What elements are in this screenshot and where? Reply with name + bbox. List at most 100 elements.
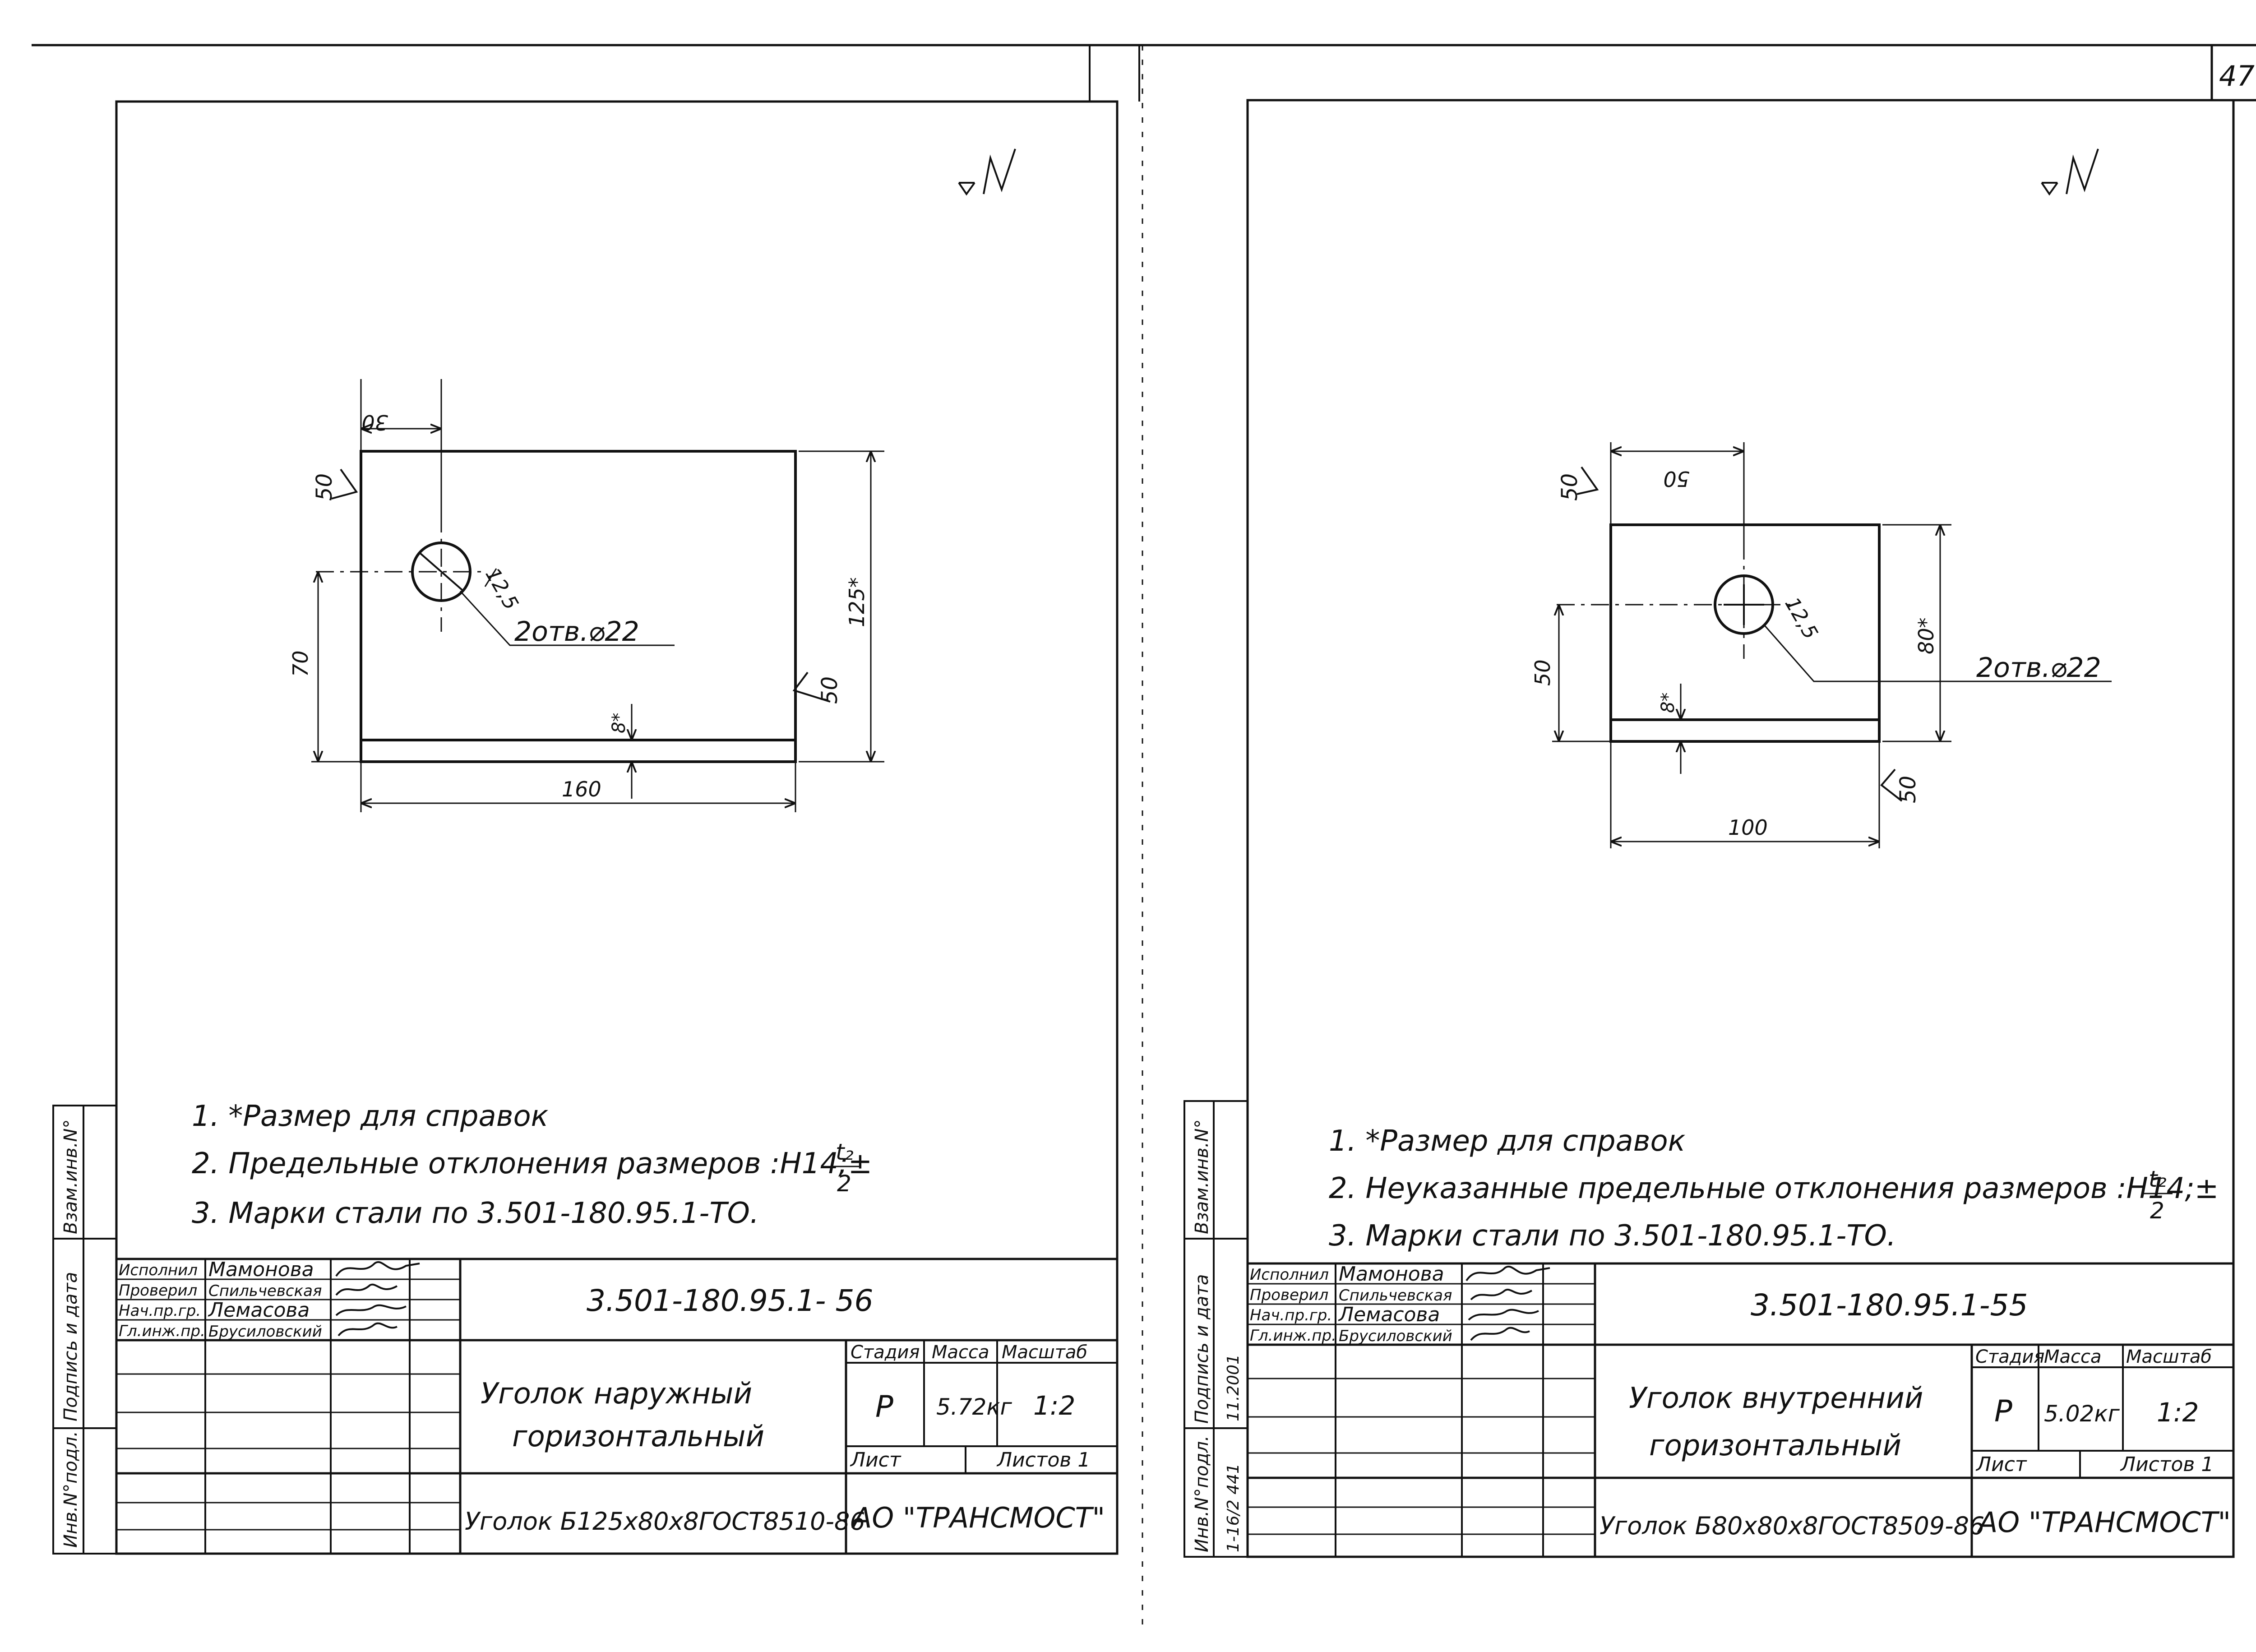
dim-8: 8* bbox=[609, 713, 629, 733]
note-2: 2. Неуказанные предельные отклонения раз… bbox=[1329, 1172, 2219, 1205]
dimension-lines bbox=[311, 379, 884, 812]
stage-value: Р bbox=[1994, 1394, 2012, 1429]
name-4: Брусиловский bbox=[208, 1323, 322, 1341]
roughness-check-right bbox=[792, 671, 831, 703]
dim-125: 125* bbox=[845, 577, 869, 627]
svg-text:t₂: t₂ bbox=[836, 1139, 854, 1165]
hole-symbol bbox=[1557, 541, 1791, 659]
name-1: Мамонова bbox=[1339, 1263, 1444, 1286]
sheets-label: Листов 1 bbox=[996, 1448, 1090, 1472]
role-nachprgr: Нач.пр.гр. bbox=[119, 1302, 201, 1320]
strip-podpis-data: Подпись и дата bbox=[1192, 1274, 1212, 1424]
role-proveril: Проверил bbox=[119, 1282, 197, 1300]
title-line-2: горизонтальный bbox=[1649, 1429, 1901, 1462]
roughness-mark bbox=[958, 148, 1016, 196]
material: Уголок Б125х80х8ГОСТ8510-86 bbox=[465, 1507, 865, 1536]
note-2: 2. Предельные отклонения размеров :Н14;± bbox=[192, 1147, 872, 1180]
page-number-box: 47 bbox=[2210, 45, 2256, 102]
sheets-label: Листов 1 bbox=[2120, 1453, 2214, 1476]
doc-number: 3.501-180.95.1-55 bbox=[1751, 1288, 2028, 1323]
dim-30: 30 bbox=[361, 410, 388, 435]
part-outline bbox=[360, 450, 797, 763]
page-number: 47 bbox=[2219, 60, 2255, 93]
strip-inv-podl: Инв.N°подл. bbox=[1192, 1435, 1212, 1552]
title-line-1: Уголок наружный bbox=[481, 1377, 752, 1411]
name-3: Лемасова bbox=[1338, 1303, 1440, 1326]
side-strip: Инв.N°подл. Подпись и дата Взам.инв.N° 1… bbox=[1183, 1100, 1248, 1558]
dimension-lines bbox=[1552, 442, 2112, 848]
mass-value: 5.02кг bbox=[2044, 1401, 2120, 1427]
stage-header: Стадия bbox=[851, 1342, 920, 1363]
material: Уголок Б80х80х8ГОСТ8509-86 bbox=[1600, 1512, 1984, 1540]
dim-8: 8* bbox=[1658, 693, 1678, 713]
note-1: 1. *Размер для справок bbox=[1329, 1124, 1686, 1158]
roughness-mark bbox=[2041, 148, 2099, 196]
strip-podpis-data: Подпись и дата bbox=[60, 1272, 81, 1421]
title-line-1: Уголок внутренний bbox=[1629, 1382, 1923, 1415]
mass-header: Масса bbox=[2044, 1347, 2102, 1367]
signatures bbox=[1465, 1265, 1550, 1341]
roughness-value-side: 50 bbox=[817, 676, 842, 704]
role-glinzh: Гл.инж.пр. bbox=[119, 1322, 205, 1340]
note-3: 3. Марки стали по 3.501-180.95.1-ТО. bbox=[1329, 1219, 1896, 1253]
mass-header: Масса bbox=[932, 1342, 989, 1363]
dim-80: 80* bbox=[1914, 617, 1938, 654]
note-3: 3. Марки стали по 3.501-180.95.1-ТО. bbox=[192, 1197, 759, 1230]
name-1: Мамонова bbox=[208, 1258, 314, 1281]
dim-160: 160 bbox=[562, 777, 601, 801]
roughness-value-top: 50 bbox=[1557, 473, 1582, 501]
roughness-check-left bbox=[1576, 466, 1599, 495]
strip-inv-podl: Инв.N°подл. bbox=[60, 1431, 81, 1548]
note-1: 1. *Размер для справок bbox=[192, 1100, 549, 1133]
role-ispolnil: Исполнил bbox=[1250, 1266, 1329, 1284]
hole-callout: 2отв.⌀22 bbox=[1976, 652, 2101, 684]
dim-70: 70 bbox=[288, 650, 313, 677]
name-2: Спильчевская bbox=[208, 1282, 322, 1300]
role-glinzh: Гл.инж.пр. bbox=[1250, 1327, 1336, 1345]
dim-50-top: 50 bbox=[1663, 467, 1690, 491]
tolerance-fraction: t₂ 2 bbox=[2143, 1166, 2173, 1224]
strip-handwritten-date: 11.2001 bbox=[1224, 1354, 1243, 1421]
chamfer-value: 12,5 bbox=[1780, 593, 1822, 643]
title-block: Исполнил Проверил Нач.пр.гр. Гл.инж.пр. … bbox=[115, 1258, 1119, 1555]
company: АО "ТРАНСМОСТ" bbox=[851, 1501, 1105, 1534]
hole-callout: 2отв.⌀22 bbox=[514, 616, 639, 648]
roughness-check-bottom bbox=[1880, 768, 1903, 802]
left-sheet: 30 125* 70 160 8* 50 50 12,5 2отв.⌀22 1.… bbox=[52, 100, 1119, 1555]
svg-text:2: 2 bbox=[2150, 1198, 2164, 1224]
dim-100: 100 bbox=[1728, 815, 1768, 840]
right-sheet: 50 80* 50 100 8* 50 50 12,5 2отв.⌀22 1. … bbox=[1183, 99, 2235, 1558]
roughness-value-top: 50 bbox=[312, 473, 337, 501]
svg-text:2: 2 bbox=[837, 1171, 851, 1197]
strip-vzam-inv: Взам.инв.N° bbox=[60, 1120, 81, 1234]
company: АО "ТРАНСМОСТ" bbox=[1977, 1506, 2231, 1539]
scale-value: 1:2 bbox=[1033, 1390, 1075, 1421]
stage-value: Р bbox=[875, 1389, 893, 1424]
mass-value: 5.72кг bbox=[936, 1394, 1012, 1420]
sheet-label: Лист bbox=[1975, 1453, 2027, 1476]
hole-symbol bbox=[316, 514, 487, 632]
part-outline bbox=[1609, 523, 1881, 743]
dim-50-left: 50 bbox=[1530, 659, 1555, 686]
chamfer-value: 12,5 bbox=[481, 564, 522, 614]
role-proveril: Проверил bbox=[1250, 1286, 1328, 1304]
svg-text:t₂: t₂ bbox=[2149, 1166, 2167, 1192]
strip-vzam-inv: Взам.инв.N° bbox=[1192, 1120, 1212, 1234]
scale-value: 1:2 bbox=[2157, 1397, 2199, 1428]
stage-header: Стадия bbox=[1975, 1347, 2044, 1367]
role-nachprgr: Нач.пр.гр. bbox=[1250, 1306, 1332, 1324]
sheet-label: Лист bbox=[850, 1448, 901, 1472]
role-ispolnil: Исполнил bbox=[119, 1261, 198, 1279]
roughness-check-left bbox=[331, 468, 358, 500]
scale-header: Масштаб bbox=[2126, 1347, 2212, 1367]
tolerance-fraction: t₂ 2 bbox=[830, 1139, 860, 1197]
name-3: Лемасова bbox=[208, 1299, 310, 1322]
name-4: Брусиловский bbox=[1339, 1327, 1452, 1345]
title-block: Исполнил Проверил Нач.пр.гр. Гл.инж.пр. … bbox=[1246, 1262, 2235, 1558]
side-strip: Инв.N°подл. Подпись и дата Взам.инв.N° bbox=[52, 1105, 117, 1555]
doc-number: 3.501-180.95.1- 56 bbox=[587, 1283, 873, 1318]
name-2: Спильчевская bbox=[1339, 1286, 1452, 1305]
roughness-value-side: 50 bbox=[1895, 776, 1921, 803]
scale-header: Масштаб bbox=[1002, 1342, 1087, 1363]
